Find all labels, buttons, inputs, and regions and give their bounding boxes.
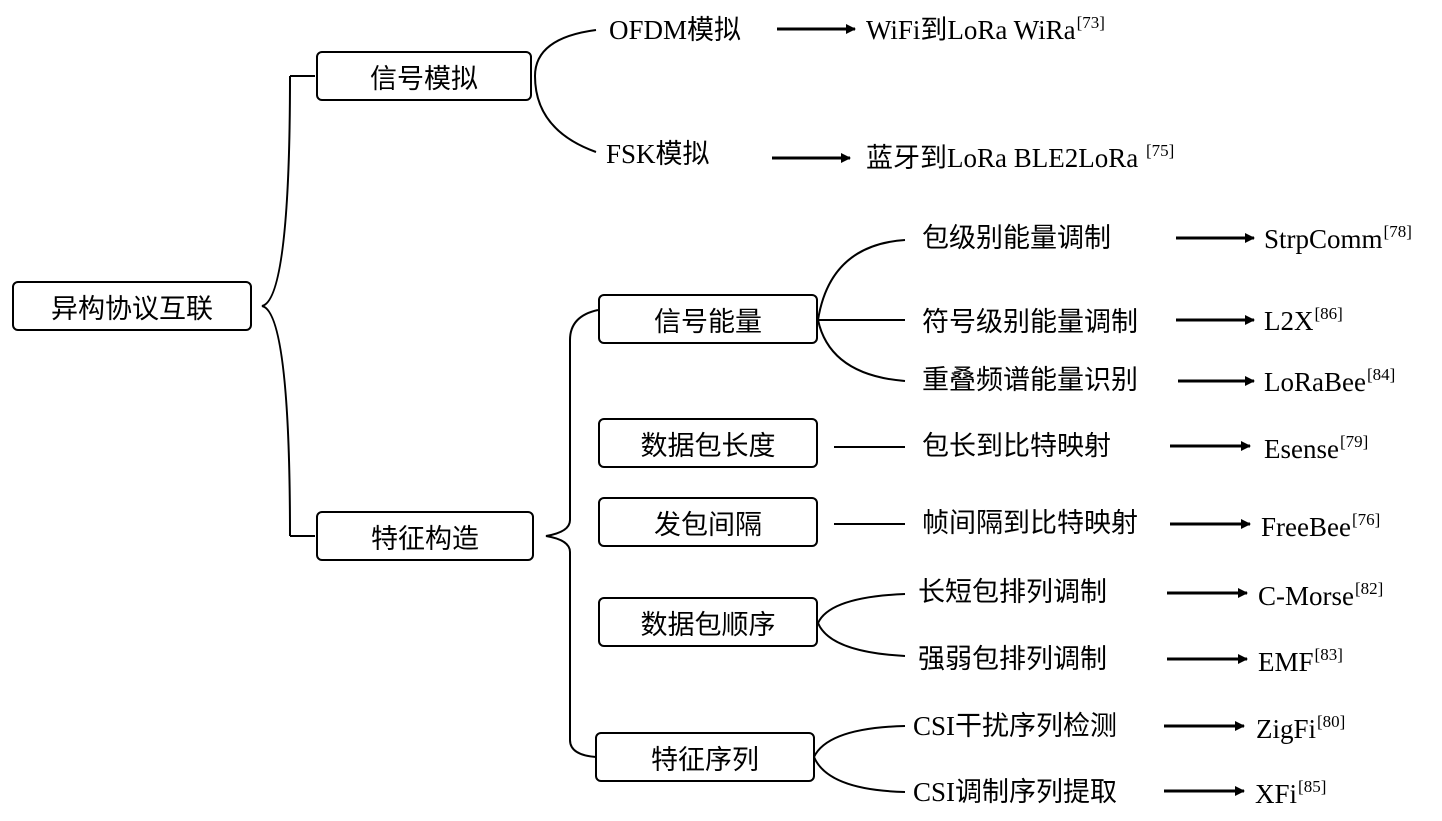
system-esense: Esense[79]: [1264, 432, 1369, 464]
system-lorabee: LoRaBee[84]: [1264, 365, 1396, 397]
system-strpcomm: StrpComm[78]: [1264, 222, 1412, 254]
node-signal-simulation: 信号模拟: [316, 51, 532, 101]
system-c-morse: C-Morse[82]: [1258, 579, 1384, 611]
system-ble2lora: 蓝牙到LoRa BLE2LoRa [75]: [866, 141, 1175, 173]
method-length-to-bit: 包长到比特映射: [922, 431, 1111, 462]
node-feature-sequence: 特征序列: [595, 732, 815, 782]
method-symbol-energy-modulation: 符号级别能量调制: [922, 307, 1138, 338]
node-packet-length: 数据包长度: [598, 418, 818, 468]
method-interval-to-bit: 帧间隔到比特映射: [922, 508, 1138, 539]
method-overlap-spectrum-energy: 重叠频谱能量识别: [922, 365, 1138, 396]
root-node: 异构协议互联: [12, 281, 252, 331]
node-packet-interval: 发包间隔: [598, 497, 818, 547]
method-csi-modulation-extraction: CSI调制序列提取: [913, 777, 1118, 808]
system-wira: WiFi到LoRa WiRa[73]: [866, 13, 1105, 45]
node-packet-order: 数据包顺序: [598, 597, 818, 647]
feature-brace: [545, 309, 599, 758]
root-brace: [261, 75, 291, 537]
system-emf: EMF[83]: [1258, 645, 1343, 677]
method-long-short-order: 长短包排列调制: [918, 577, 1107, 608]
node-feature-construction: 特征构造: [316, 511, 534, 561]
system-xfi: XFi[85]: [1255, 777, 1327, 809]
signal-sim-brace: [533, 29, 597, 153]
method-packet-energy-modulation: 包级别能量调制: [922, 223, 1111, 254]
method-csi-interference-detection: CSI干扰序列检测: [913, 711, 1118, 742]
system-zigfi: ZigFi[80]: [1256, 712, 1346, 744]
node-signal-energy: 信号能量: [598, 294, 818, 344]
system-freebee: FreeBee[76]: [1261, 510, 1381, 542]
method-ofdm-simulation: OFDM模拟: [609, 15, 742, 46]
system-l2x: L2X[86]: [1264, 304, 1343, 336]
method-fsk-simulation: FSK模拟: [606, 139, 710, 170]
method-strong-weak-order: 强弱包排列调制: [918, 644, 1107, 675]
